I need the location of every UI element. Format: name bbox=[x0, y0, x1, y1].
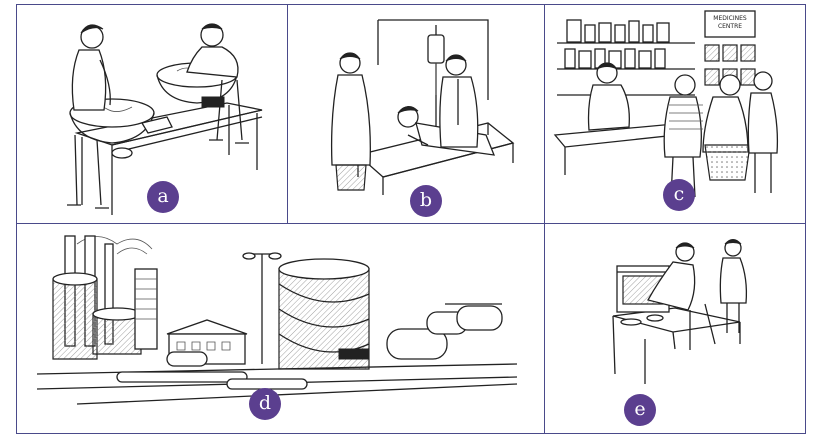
panel-c: MEDICINES CENTRE bbox=[544, 4, 806, 224]
shop-sign-line2: CENTRE bbox=[718, 23, 742, 30]
industrial-plant-illustration bbox=[36, 235, 518, 405]
washing-scene-illustration bbox=[67, 23, 263, 215]
panel-label-e: e bbox=[624, 394, 656, 426]
panel-a: a bbox=[16, 4, 288, 224]
panel-label-d: d bbox=[249, 388, 281, 420]
panel-d: d bbox=[16, 223, 545, 434]
panel-label-b: b bbox=[410, 185, 442, 217]
panel-label-a: a bbox=[147, 181, 179, 213]
panel-e: e bbox=[544, 223, 806, 434]
panel-b: b bbox=[287, 4, 545, 224]
hospital-scene-illustration bbox=[330, 19, 515, 195]
kitchen-scene-illustration bbox=[612, 239, 748, 384]
panel-label-c: c bbox=[663, 179, 695, 211]
pharmacy-scene-illustration: MEDICINES CENTRE bbox=[553, 10, 779, 198]
shop-sign-line1: MEDICINES bbox=[713, 15, 747, 22]
